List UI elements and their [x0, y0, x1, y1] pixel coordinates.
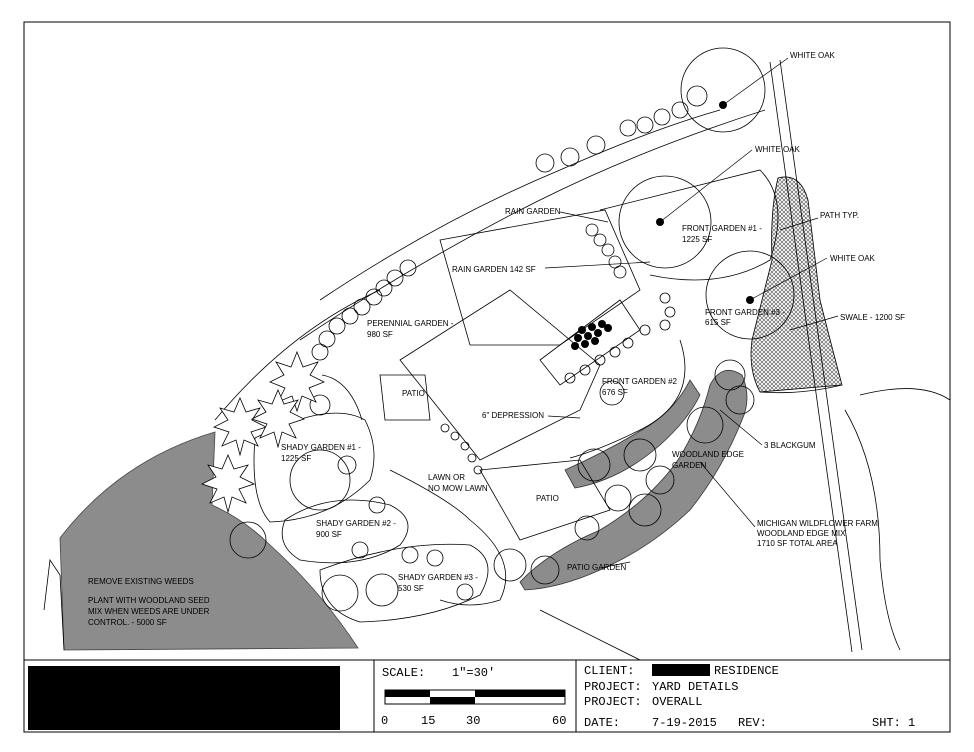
scale-bar: [384, 689, 566, 705]
label-shady-1-b: 1225 SF: [281, 454, 311, 463]
label-front-garden-3-a: FRONT GARDEN #3 -: [705, 308, 785, 317]
swale-hatch: [750, 176, 843, 393]
site-linework: [43, 59, 951, 661]
title-block-frame: [23, 659, 951, 733]
project-value-2: OVERALL: [652, 695, 702, 709]
scale-tick-15: 15: [421, 714, 435, 728]
label-front-garden-1-a: FRONT GARDEN #1 -: [682, 224, 762, 233]
label-shady-2-b: 900 SF: [316, 530, 342, 539]
label-front-garden-2-a: FRONT GARDEN #2: [602, 377, 678, 386]
scale-tick-0: 0: [381, 714, 388, 728]
label-michigan-c: 1710 SF TOTAL AREA: [757, 539, 838, 548]
date-value: 7-19-2015: [652, 716, 717, 730]
project-label-2: PROJECT:: [584, 695, 642, 709]
label-remove-b: PLANT WITH WOODLAND SEED: [88, 596, 210, 605]
redacted-logo: [28, 666, 340, 730]
label-michigan-b: WOODLAND EDGE MIX: [757, 529, 846, 538]
label-rain-garden-area: RAIN GARDEN 142 SF: [452, 265, 536, 274]
label-shady-1-a: SHADY GARDEN #1 -: [281, 443, 361, 452]
label-perennial-a: PERENNIAL GARDEN -: [367, 319, 454, 328]
label-front-garden-2-b: 676 SF: [602, 388, 628, 397]
label-shady-3-b: 530 SF: [398, 584, 424, 593]
evergreen-shrubs: [200, 350, 325, 514]
sheet-label: SHT: 1: [872, 716, 915, 730]
label-shady-2-a: SHADY GARDEN #2 -: [316, 519, 396, 528]
title-block: SCALE: 1"=30' 0 15 30 60 CLIENT: RESIDEN…: [381, 664, 915, 730]
label-swale: SWALE - 1200 SF: [840, 313, 905, 322]
label-patio-1: PATIO: [402, 389, 425, 398]
label-path-typ: PATH TYP.: [820, 211, 859, 220]
label-white-oak-2: WHITE OAK: [755, 145, 801, 154]
label-remove-c: MIX WHEN WEEDS ARE UNDER: [88, 607, 210, 616]
woodland-edge-band: [519, 369, 748, 591]
label-shady-3-a: SHADY GARDEN #3 -: [398, 573, 478, 582]
label-lawn-b: NO MOW LAWN: [428, 484, 488, 493]
label-front-garden-1-b: 1225 SF: [682, 235, 712, 244]
date-label: DATE:: [584, 716, 620, 730]
label-rain-garden: RAIN GARDEN: [505, 207, 561, 216]
label-perennial-b: 980 SF: [367, 330, 393, 339]
scale-tick-30: 30: [466, 714, 480, 728]
label-lawn-a: LAWN OR: [428, 473, 465, 482]
label-white-oak-1: WHITE OAK: [790, 51, 836, 60]
client-label: CLIENT:: [584, 664, 634, 678]
label-blackgum: 3 BLACKGUM: [764, 441, 816, 450]
label-woodland-edge-b: GARDEN: [672, 461, 706, 470]
scale-value: 1"=30': [452, 666, 495, 680]
woodland-edge-strip: [564, 379, 701, 489]
rain-garden-dots: [571, 320, 612, 350]
drawing-labels: WHITE OAK WHITE OAK RAIN GARDEN FRONT GA…: [88, 51, 905, 627]
label-patio-2: PATIO: [536, 494, 559, 503]
label-depression: 6" DEPRESSION: [482, 411, 544, 420]
label-remove-a: REMOVE EXISTING WEEDS: [88, 577, 194, 586]
redacted-client: [652, 664, 710, 676]
rev-label: REV:: [738, 716, 767, 730]
label-front-garden-3-b: 615 SF: [705, 318, 731, 327]
leader-lines: [544, 57, 839, 569]
label-remove-d: CONTROL. - 5000 SF: [88, 618, 167, 627]
label-michigan-a: MICHIGAN WILDFLOWER FARM: [757, 519, 878, 528]
scale-tick-60: 60: [552, 714, 566, 728]
label-woodland-edge-a: WOODLAND EDGE: [672, 450, 744, 459]
label-patio-garden: PATIO GARDEN: [567, 563, 626, 572]
project-value-1: YARD DETAILS: [652, 680, 738, 694]
woodland-seed-area: [59, 431, 359, 651]
project-label-1: PROJECT:: [584, 680, 642, 694]
shrubs-north: [311, 85, 708, 475]
trees: [229, 47, 795, 612]
client-value: RESIDENCE: [714, 664, 779, 678]
scale-label: SCALE:: [382, 666, 425, 680]
label-white-oak-3: WHITE OAK: [830, 254, 876, 263]
